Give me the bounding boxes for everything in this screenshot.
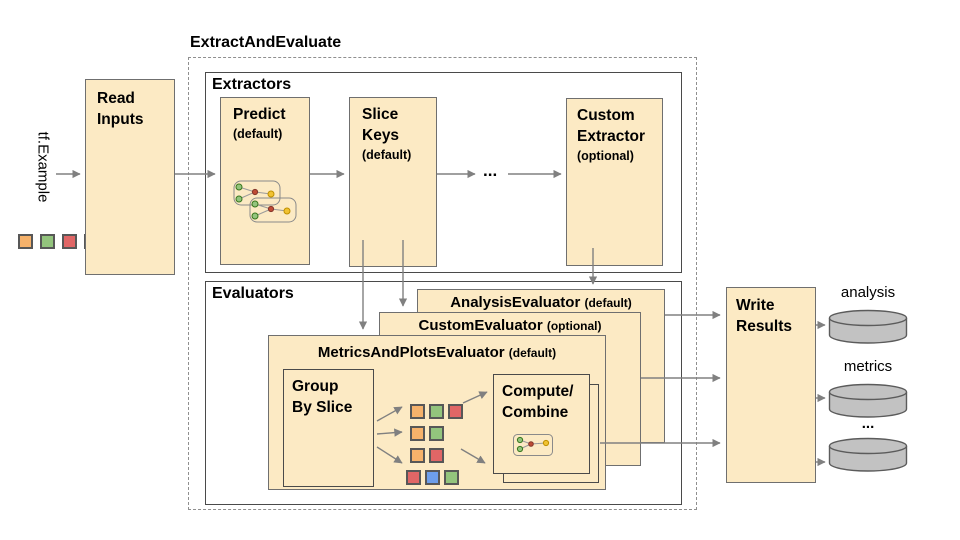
slice-keys-qualifier: (default): [362, 148, 412, 162]
data-square-orange: [18, 234, 33, 249]
extract-and-evaluate-frame: [188, 57, 697, 510]
slice-group-row-2: [410, 426, 444, 441]
evaluators-container: [205, 281, 682, 505]
custom-extractor-qualifier: (optional): [577, 149, 634, 163]
slice-keys-label-line1: Slice: [362, 106, 399, 123]
custom-extractor-box: Custom Extractor (optional): [566, 98, 663, 266]
data-square-green: [444, 470, 459, 485]
slice-group-row-1: [410, 404, 463, 419]
data-square-red: [429, 448, 444, 463]
data-square-green: [429, 426, 444, 441]
extractors-container: [205, 72, 682, 273]
analysis-evaluator-qualifier: (default): [584, 296, 632, 310]
slice-group-row-3: [410, 448, 444, 463]
diagram-title: ExtractAndEvaluate: [190, 34, 342, 51]
evaluators-label: Evaluators: [212, 285, 294, 302]
group-by-slice-label-line1: Group: [292, 378, 339, 395]
predict-model-graph-icon: [233, 179, 299, 227]
data-square-blue: [425, 470, 440, 485]
more-extractors-ellipsis: ...: [483, 161, 498, 180]
data-square-orange: [410, 448, 425, 463]
predict-extractor-box: Predict (default): [220, 97, 310, 265]
write-results-label-line1: Write: [736, 297, 775, 314]
metrics-store-cylinder-icon: [828, 383, 908, 419]
predict-qualifier: (default): [233, 127, 283, 141]
analysis-evaluator-title: AnalysisEvaluator (default): [418, 294, 664, 311]
tf-example-label: tf.Example: [34, 131, 52, 203]
analysis-evaluator-name: AnalysisEvaluator: [450, 294, 581, 311]
slice-keys-extractor-box: Slice Keys (default): [349, 97, 437, 267]
more-stores-ellipsis: ...: [861, 415, 875, 432]
metrics-and-plots-evaluator-box: MetricsAndPlotsEvaluator (default) Group…: [268, 335, 606, 490]
extractors-label: Extractors: [212, 76, 292, 93]
data-square-green: [40, 234, 55, 249]
data-square-orange: [410, 404, 425, 419]
custom-evaluator-qualifier: (optional): [546, 319, 602, 333]
more-store-cylinder-icon: [828, 437, 908, 473]
read-inputs-label-line2: Inputs: [97, 111, 144, 128]
data-square-red: [62, 234, 77, 249]
data-square-green: [429, 404, 444, 419]
custom-extractor-label-line1: Custom: [577, 107, 635, 124]
slice-keys-label-line2: Keys: [362, 127, 400, 144]
metrics-evaluator-name: MetricsAndPlotsEvaluator: [317, 344, 505, 361]
compute-combine-box: Compute/ Combine: [493, 374, 590, 474]
predict-label: Predict: [233, 106, 286, 123]
read-inputs-label-line1: Read: [97, 90, 135, 107]
analysis-store-label: analysis: [840, 284, 896, 301]
metrics-evaluator-title: MetricsAndPlotsEvaluator (default): [269, 344, 605, 361]
write-results-label-line2: Results: [736, 318, 792, 335]
custom-evaluator-name: CustomEvaluator: [418, 317, 543, 334]
data-square-red: [406, 470, 421, 485]
compute-combine-label-line2: Combine: [502, 404, 569, 421]
custom-evaluator-title: CustomEvaluator (optional): [380, 317, 640, 334]
data-square-orange: [410, 426, 425, 441]
slice-group-row-4: [406, 470, 459, 485]
metrics-store-label: metrics: [843, 358, 893, 375]
analysis-store-cylinder-icon: [828, 309, 908, 345]
group-by-slice-label-line2: By Slice: [292, 399, 353, 416]
data-square-red: [448, 404, 463, 419]
compute-combine-label-line1: Compute/: [502, 383, 574, 400]
write-results-box: Write Results: [726, 287, 816, 483]
metrics-evaluator-qualifier: (default): [508, 346, 557, 360]
read-inputs-box: Read Inputs: [85, 79, 175, 275]
group-by-slice-box: Group By Slice: [283, 369, 374, 487]
custom-extractor-label-line2: Extractor: [577, 128, 646, 145]
compute-graph-icon: [513, 434, 553, 456]
